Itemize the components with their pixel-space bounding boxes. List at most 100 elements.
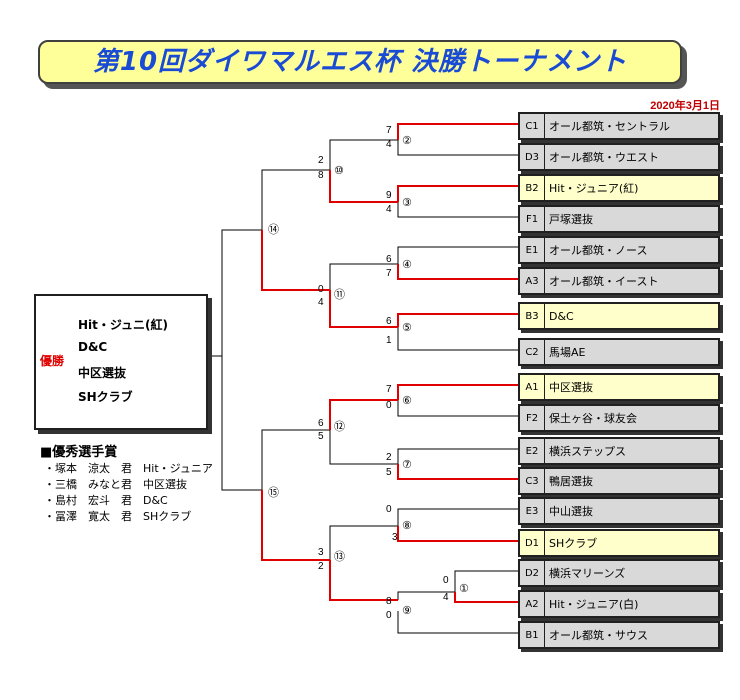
team-name: オール都筑・セントラル — [549, 120, 670, 133]
team-box: C2 馬場AE — [518, 338, 720, 366]
score-11-top: 0 — [318, 284, 324, 295]
team-box: A3 オール都筑・イースト — [518, 267, 720, 295]
team-box: D2 横浜マリーンズ — [518, 559, 720, 587]
award-line-3: ・島村 宏斗 君 D&C — [44, 494, 168, 507]
game-no-9: ⑨ — [402, 604, 412, 617]
team-name: 中山選抜 — [549, 505, 593, 518]
team-name: 横浜マリーンズ — [549, 567, 626, 580]
team-code: A1 — [520, 375, 545, 399]
team-code: C1 — [520, 114, 545, 138]
game-no-2: ② — [402, 134, 412, 147]
team-box: B3 D&C — [518, 302, 720, 330]
team-name: 保土ヶ谷・球友会 — [549, 412, 637, 425]
team-code: D3 — [520, 145, 545, 169]
team-code: F2 — [520, 406, 545, 430]
team-name: 鴨居選抜 — [549, 475, 593, 488]
team-code: B3 — [520, 304, 545, 328]
team-box: F2 保土ヶ谷・球友会 — [518, 404, 720, 432]
team-name: 中区選抜 — [549, 381, 593, 394]
score-6-top: 7 — [386, 384, 392, 395]
score-12-top: 6 — [318, 418, 324, 429]
score-3-top: 9 — [386, 190, 392, 201]
winner-box: 優勝 Hit・ジュニ(紅) D&C 中区選抜 SHクラブ — [34, 294, 208, 430]
team-box: C1 オール都筑・セントラル — [518, 112, 720, 140]
team-code: C3 — [520, 469, 545, 493]
game-no-3: ③ — [402, 196, 412, 209]
team-code: D2 — [520, 561, 545, 585]
score-9-bottom: 0 — [386, 610, 392, 621]
game-no-10: ⑩ — [334, 164, 344, 177]
award-line-1: ・塚本 涼太 君 Hit・ジュニア — [44, 462, 213, 475]
game-no-15: ⑮ — [268, 486, 279, 499]
score-1-bottom: 4 — [443, 592, 449, 603]
score-4-bottom: 7 — [386, 268, 392, 279]
game-no-7: ⑦ — [402, 458, 412, 471]
team-name: 戸塚選抜 — [549, 213, 593, 226]
game-no-8: ⑧ — [402, 519, 412, 532]
score-7-top: 2 — [386, 452, 392, 463]
team-code: B1 — [520, 623, 545, 647]
team-box: E1 オール都筑・ノース — [518, 236, 720, 264]
team-code: B2 — [520, 176, 545, 200]
game-no-11: ⑪ — [334, 288, 345, 301]
team-code: C2 — [520, 340, 545, 364]
team-name: オール都筑・ノース — [549, 244, 648, 257]
winner-team-2: D&C — [78, 340, 108, 354]
team-name: SHクラブ — [549, 537, 598, 550]
score-8-bottom: 3 — [392, 532, 398, 543]
awards-title: ■優秀選手賞 — [40, 445, 118, 460]
game-no-5: ⑤ — [402, 321, 412, 334]
team-box: C3 鴨居選抜 — [518, 467, 720, 495]
team-box: D3 オール都筑・ウエスト — [518, 143, 720, 171]
game-no-14: ⑭ — [268, 223, 279, 236]
team-code: D1 — [520, 531, 545, 555]
tournament-title: 第10回ダイワマルエス杯 決勝トーナメント — [38, 40, 682, 84]
team-box: E3 中山選抜 — [518, 497, 720, 525]
score-7-bottom: 5 — [386, 467, 392, 478]
team-code: A2 — [520, 592, 545, 616]
team-code: E1 — [520, 238, 545, 262]
score-5-top: 6 — [386, 316, 392, 327]
score-4-top: 6 — [386, 254, 392, 265]
score-13-top: 3 — [318, 547, 324, 558]
team-box: B2 Hit・ジュニア(紅) — [518, 174, 720, 202]
team-box: B1 オール都筑・サウス — [518, 621, 720, 649]
winner-team-4: SHクラブ — [78, 390, 133, 404]
score-9-top: 8 — [386, 596, 392, 607]
score-10-top: 2 — [318, 155, 324, 166]
game-no-4: ④ — [402, 258, 412, 271]
team-box: D1 SHクラブ — [518, 529, 720, 557]
award-line-2: ・三橋 みなと君 中区選抜 — [44, 478, 187, 491]
event-date: 2020年3月1日 — [650, 100, 720, 112]
score-2-bottom: 4 — [386, 139, 392, 150]
team-name: オール都筑・サウス — [549, 629, 648, 642]
score-5-bottom: 1 — [386, 335, 392, 346]
game-no-13: ⑬ — [334, 550, 345, 563]
score-3-bottom: 4 — [386, 204, 392, 215]
award-line-4: ・冨澤 寛太 君 SHクラブ — [44, 510, 192, 523]
score-12-bottom: 5 — [318, 431, 324, 442]
team-name: Hit・ジュニア(紅) — [549, 182, 639, 195]
score-11-bottom: 4 — [318, 297, 324, 308]
score-2-top: 7 — [386, 125, 392, 136]
team-code: F1 — [520, 207, 545, 231]
team-code: E2 — [520, 439, 545, 463]
team-box: F1 戸塚選抜 — [518, 205, 720, 233]
team-code: E3 — [520, 499, 545, 523]
team-name: D&C — [549, 309, 574, 323]
game-no-6: ⑥ — [402, 394, 412, 407]
team-name: オール都筑・イースト — [549, 275, 659, 288]
team-code: A3 — [520, 269, 545, 293]
score-6-bottom: 0 — [386, 400, 392, 411]
team-name: オール都筑・ウエスト — [549, 151, 659, 164]
winner-team-1: Hit・ジュニ(紅) — [78, 318, 169, 332]
score-1-top: 0 — [443, 575, 449, 586]
score-8-top: 0 — [386, 504, 392, 515]
team-box: A1 中区選抜 — [518, 373, 720, 401]
score-10-bottom: 8 — [318, 170, 324, 181]
team-name: 横浜ステップス — [549, 445, 626, 458]
team-name: 馬場AE — [549, 346, 586, 359]
game-no-12: ⑫ — [334, 420, 345, 433]
